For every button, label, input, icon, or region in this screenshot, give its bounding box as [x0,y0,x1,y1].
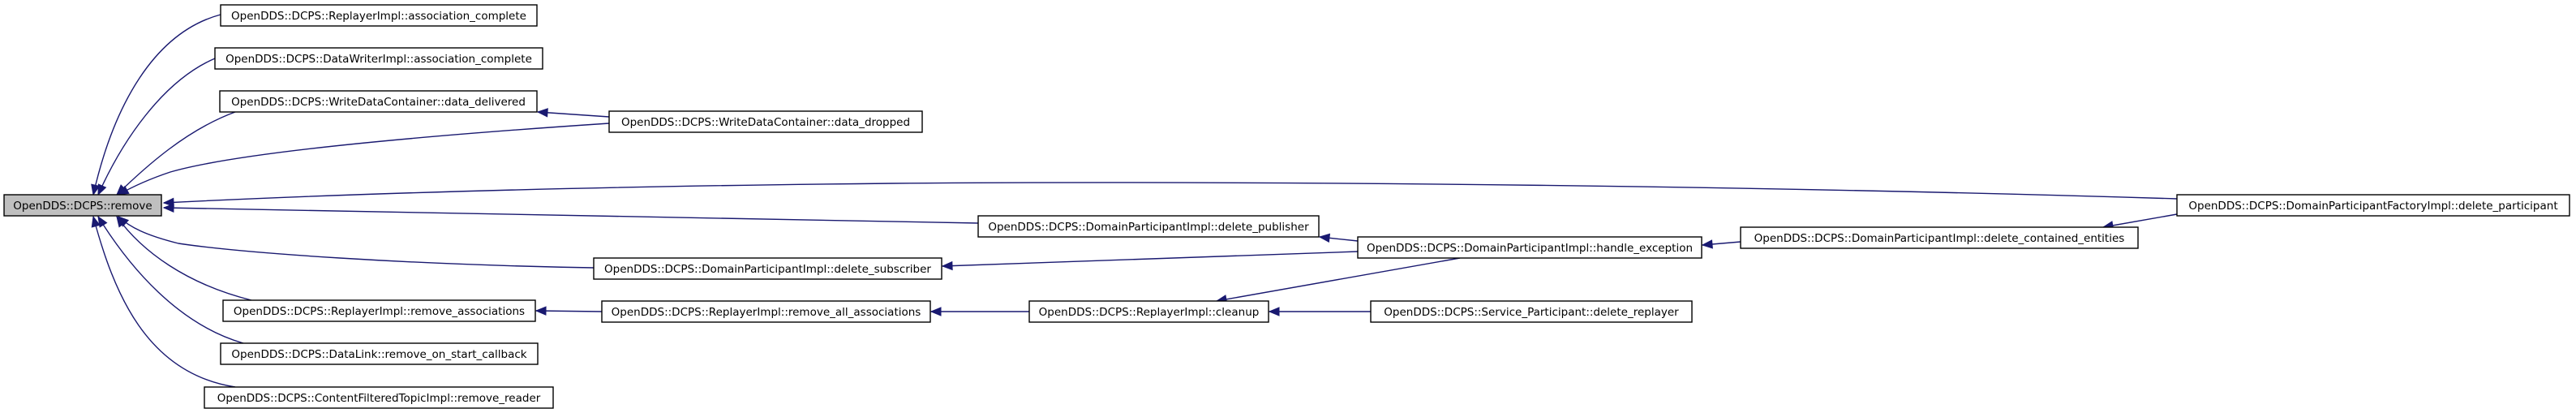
node-box [977,215,1320,238]
node-box [3,194,162,217]
call-edge-rep_assoc_complete-to-remove [91,14,221,196]
graph-node-wdc_delivered[interactable]: OpenDDS::DCPS::WriteDataContainer::data_… [219,90,538,113]
call-edge-wdc_dropped-to-remove [117,123,610,196]
arrowhead-icon [1701,239,1713,249]
node-label: OpenDDS::DCPS::DataLink::remove_on_start… [231,348,526,361]
graph-node-dpf_delete_participant[interactable]: OpenDDS::DCPS::DomainParticipantFactoryI… [2176,194,2570,217]
node-box [608,110,923,133]
node-label: OpenDDS::DCPS::WriteDataContainer::data_… [621,116,910,129]
call-edge-dpf_delete_participant-to-remove [162,182,2178,208]
arrowhead-icon [930,307,942,316]
arrowhead-icon [162,203,174,213]
edge-line [1216,257,1461,302]
call-edge-dp_handle_exception-to-rep_cleanup [1215,257,1461,304]
node-box [1740,226,2139,249]
node-label: OpenDDS::DCPS::WriteDataContainer::data_… [231,96,526,109]
call-edge-cft_remove_reader-to-remove [91,215,236,388]
node-label: OpenDDS::DCPS::DomainParticipantFactoryI… [2188,200,2557,213]
edge-line [163,207,979,224]
edge-line [537,111,610,118]
call-edge-rep_remove_all_assocs-to-rep_remove_assocs [535,306,603,316]
node-box [1028,300,1269,323]
edge-line [2102,213,2178,228]
node-box [1370,300,1693,323]
call-edge-dp_delete_subscriber-to-remove [118,216,595,269]
call-edge-dp_delete_publisher-to-remove [162,203,979,224]
arrowhead-icon [535,306,547,316]
graph-node-rep_cleanup[interactable]: OpenDDS::DCPS::ReplayerImpl::cleanup [1028,300,1269,323]
node-box [593,257,942,280]
node-label: OpenDDS::DCPS::ReplayerImpl::remove_asso… [234,305,525,318]
node-box [204,386,554,409]
graph-node-dw_assoc_complete[interactable]: OpenDDS::DCPS::DataWriterImpl::associati… [214,47,543,70]
edge-line [97,58,216,196]
node-box [1357,236,1702,259]
graph-node-dp_handle_exception[interactable]: OpenDDS::DCPS::DomainParticipantImpl::ha… [1357,236,1702,259]
call-edge-dl_remove_on_start-to-remove [97,215,244,344]
edge-line [116,216,252,301]
edge-layer [91,14,2178,388]
edge-line [97,216,244,344]
node-label: OpenDDS::DCPS::ContentFilteredTopicImpl:… [217,392,541,405]
node-box [214,47,543,70]
call-edge-wdc_delivered-to-remove [116,111,236,196]
node-layer: OpenDDS::DCPS::removeOpenDDS::DCPS::Repl… [3,4,2570,409]
node-label: OpenDDS::DCPS::DataWriterImpl::associati… [225,53,532,66]
arrowhead-icon [536,108,548,118]
node-label: OpenDDS::DCPS::DomainParticipantImpl::ha… [1367,242,1693,255]
arrowhead-icon [117,185,130,196]
edge-line [116,111,236,196]
node-box [222,299,536,322]
edge-line [535,310,603,312]
arrowhead-icon [116,215,127,228]
graph-node-dp_delete_publisher[interactable]: OpenDDS::DCPS::DomainParticipantImpl::de… [977,215,1320,238]
graph-node-wdc_dropped[interactable]: OpenDDS::DCPS::WriteDataContainer::data_… [608,110,923,133]
arrowhead-icon [1318,233,1331,243]
node-label: OpenDDS::DCPS::remove [13,200,152,213]
call-edge-sp_delete_replayer-to-rep_cleanup [1268,307,1371,316]
arrowhead-icon [941,260,953,271]
node-label: OpenDDS::DCPS::Service_Participant::dele… [1384,306,1679,319]
node-box [601,300,931,323]
edge-line [118,216,595,269]
node-label: OpenDDS::DCPS::DomainParticipantImpl::de… [604,263,931,276]
arrowhead-icon [97,183,107,196]
node-box [220,4,538,27]
edge-line [163,182,2178,204]
graph-node-rep_remove_assocs[interactable]: OpenDDS::DCPS::ReplayerImpl::remove_asso… [222,299,536,322]
call-edge-rep_remove_assocs-to-remove [116,215,252,301]
edge-line [118,123,610,196]
graph-node-rep_assoc_complete[interactable]: OpenDDS::DCPS::ReplayerImpl::association… [220,4,538,27]
call-edge-dw_assoc_complete-to-remove [97,58,216,196]
node-label: OpenDDS::DCPS::ReplayerImpl::cleanup [1039,306,1260,319]
arrowhead-icon [91,183,101,196]
arrowhead-icon [97,215,108,228]
call-edge-wdc_dropped-to-wdc_delivered [536,108,610,118]
graph-node-dp_delete_contained[interactable]: OpenDDS::DCPS::DomainParticipantImpl::de… [1740,226,2139,249]
edge-line [942,251,1359,267]
call-edge-dp_delete_contained-to-dp_handle_exception [1701,239,1741,249]
arrowhead-icon [1268,307,1280,316]
call-edge-dp_handle_exception-to-dp_delete_publisher [1318,233,1359,243]
node-box [2176,194,2570,217]
node-box [219,90,538,113]
arrowhead-icon [91,215,101,228]
edge-line [92,216,236,388]
node-label: OpenDDS::DCPS::DomainParticipantImpl::de… [988,221,1309,234]
call-edge-dp_handle_exception-to-dp_delete_subscriber [941,251,1359,271]
graph-node-sp_delete_replayer[interactable]: OpenDDS::DCPS::Service_Participant::dele… [1370,300,1693,323]
node-label: OpenDDS::DCPS::ReplayerImpl::association… [231,10,526,23]
graph-node-rep_remove_all_assocs[interactable]: OpenDDS::DCPS::ReplayerImpl::remove_all_… [601,300,931,323]
graph-node-dp_delete_subscriber[interactable]: OpenDDS::DCPS::DomainParticipantImpl::de… [593,257,942,280]
edge-line [92,14,221,196]
node-label: OpenDDS::DCPS::DomainParticipantImpl::de… [1754,232,2125,245]
graph-node-dl_remove_on_start[interactable]: OpenDDS::DCPS::DataLink::remove_on_start… [220,342,539,365]
node-box [220,342,539,365]
graph-node-cft_remove_reader[interactable]: OpenDDS::DCPS::ContentFilteredTopicImpl:… [204,386,554,409]
call-edge-rep_cleanup-to-rep_remove_all_assocs [930,307,1029,316]
graph-node-remove[interactable]: OpenDDS::DCPS::remove [3,194,162,217]
node-label: OpenDDS::DCPS::ReplayerImpl::remove_all_… [612,306,921,319]
